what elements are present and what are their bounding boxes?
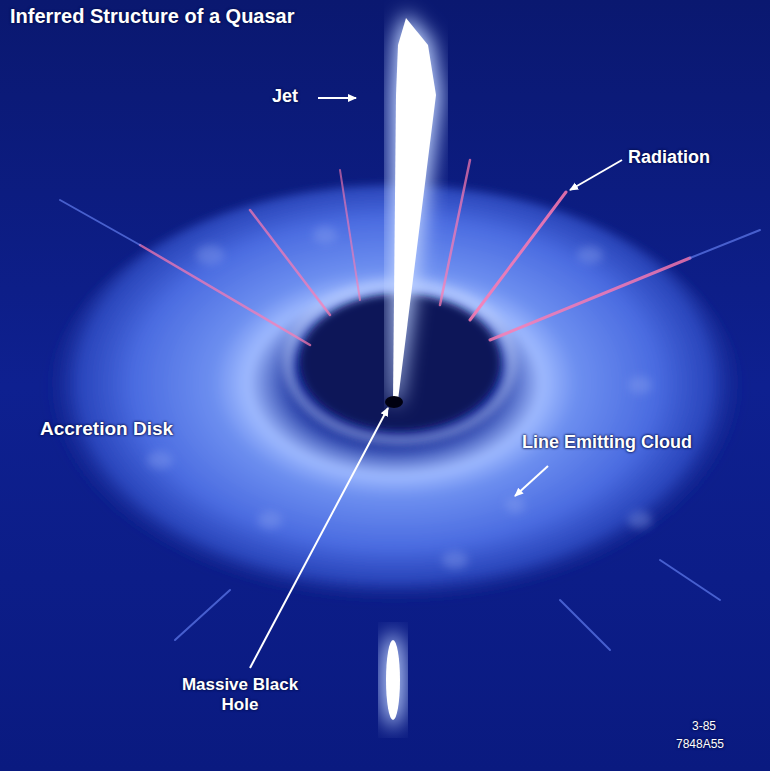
figure-number: 7848A55 (676, 738, 724, 752)
diagram-title: Inferred Structure of a Quasar (10, 5, 295, 28)
figure-date: 3-85 (692, 720, 716, 734)
black-hole-label: Massive Black Hole (180, 675, 300, 714)
jet-label: Jet (272, 86, 298, 107)
cloud-label: Line Emitting Cloud (522, 432, 692, 453)
jet (393, 18, 436, 400)
black-hole (385, 396, 403, 408)
leader-arrows (250, 98, 622, 668)
counter-jet-glow (381, 632, 405, 728)
jet-glow (390, 12, 442, 402)
counter-jet (386, 640, 400, 720)
accretion-disk-label: Accretion Disk (40, 418, 173, 440)
radiation-label: Radiation (628, 147, 710, 168)
